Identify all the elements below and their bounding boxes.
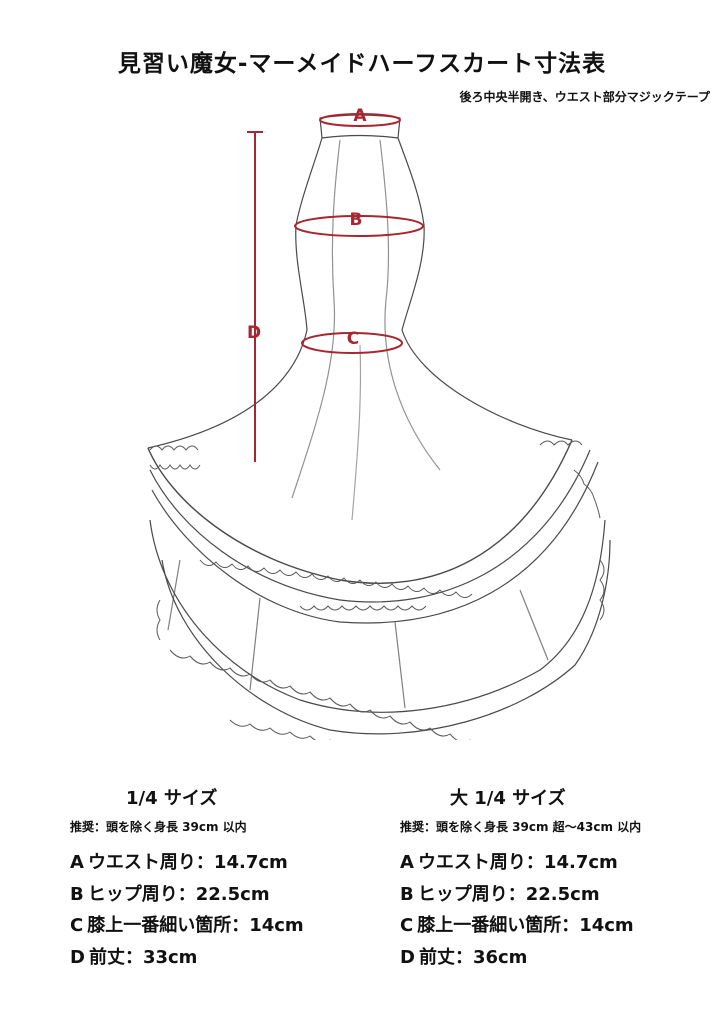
size-recommendation: 推奨：頭を除く身長 39cm 超～43cm 以内 <box>400 820 642 834</box>
size-title: 大 1/4 サイズ <box>450 788 566 809</box>
page-title: 見習い魔女-マーメイドハーフスカート寸法表 <box>117 51 607 77</box>
measurement-markers <box>247 113 424 462</box>
label-d: D <box>247 323 261 343</box>
label-a: A <box>353 106 367 126</box>
skirt-outline <box>147 114 611 735</box>
marker-c-ellipse <box>301 332 403 354</box>
closure-note: 後ろ中央半開き、ウエスト部分マジックテープ <box>459 90 710 104</box>
ruffle-trim <box>149 440 605 740</box>
skirt-diagram: A B C D <box>147 106 611 740</box>
marker-labels: A B C D <box>247 106 367 349</box>
size-title: 1/4 サイズ <box>126 788 218 809</box>
label-b: B <box>350 210 363 230</box>
size-recommendation: 推奨：頭を除く身長 39cm 以内 <box>70 820 247 834</box>
marker-a-ellipse <box>319 113 401 127</box>
marker-b-ellipse <box>294 215 424 237</box>
label-c: C <box>347 329 359 349</box>
